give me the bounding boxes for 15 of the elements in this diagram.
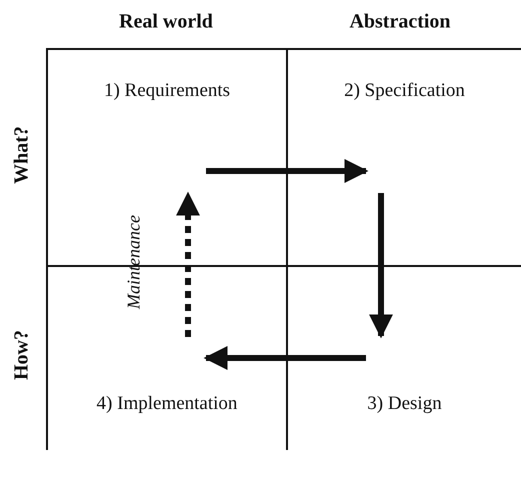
- quadrant-title: 2) Specification: [344, 80, 465, 102]
- quadrant-title: 4) Implementation: [96, 393, 238, 415]
- arrow: [204, 346, 366, 370]
- column-header: Abstraction: [349, 10, 451, 34]
- quadrant-title: 1) Requirements: [104, 80, 230, 102]
- arrow: [369, 193, 393, 338]
- quadrant-cell: [286, 265, 521, 450]
- quadrant-cell: [286, 48, 521, 265]
- column-header: Real world: [119, 10, 213, 34]
- row-header: What?: [10, 126, 34, 184]
- row-header: How?: [10, 330, 34, 380]
- quadrant-title: 3) Design: [367, 393, 442, 415]
- arrow: [206, 159, 368, 183]
- arrow: [176, 192, 200, 337]
- edge-label: Maintenance: [124, 215, 144, 309]
